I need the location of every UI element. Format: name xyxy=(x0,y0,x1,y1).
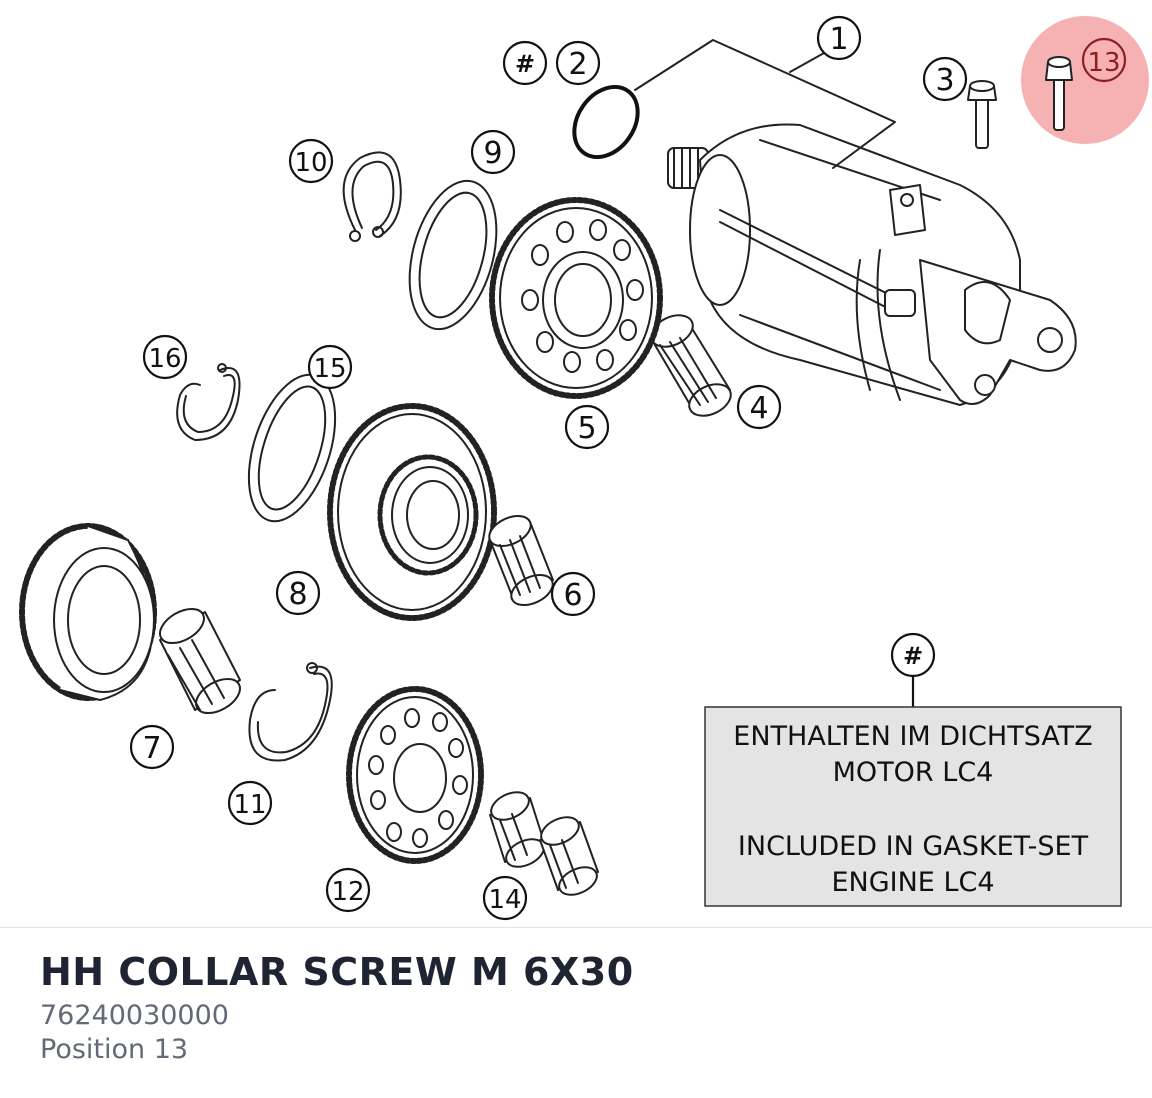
gear-part-12[interactable] xyxy=(346,686,484,864)
screw-part-3[interactable] xyxy=(967,80,997,149)
svg-text:4: 4 xyxy=(749,391,768,426)
o-ring-part-2[interactable] xyxy=(561,75,650,169)
callout-1[interactable]: 1 xyxy=(816,15,862,61)
svg-text:2: 2 xyxy=(568,47,587,82)
svg-text:7: 7 xyxy=(142,731,161,766)
svg-text:13: 13 xyxy=(1087,48,1120,78)
bearing-part-6[interactable] xyxy=(485,510,558,611)
helical-gear-drawing[interactable] xyxy=(19,523,157,701)
part-title: HH COLLAR SCREW M 6X30 xyxy=(40,950,634,994)
callout-11[interactable]: 11 xyxy=(227,780,273,826)
collar-screw-part-13[interactable] xyxy=(1045,56,1073,131)
callout-12[interactable]: 12 xyxy=(325,867,371,913)
selected-part-highlight xyxy=(1021,16,1149,144)
svg-text:9: 9 xyxy=(483,136,502,171)
note-line-3: INCLUDED IN GASKET-SET xyxy=(738,831,1089,862)
svg-text:10: 10 xyxy=(294,148,327,178)
svg-text:16: 16 xyxy=(148,344,181,374)
callout-hash-2: # xyxy=(502,40,548,86)
svg-text:5: 5 xyxy=(577,411,596,446)
gear-part-5[interactable] xyxy=(489,197,663,399)
svg-text:12: 12 xyxy=(331,877,364,907)
freewheel-part-7[interactable] xyxy=(154,602,246,720)
svg-text:3: 3 xyxy=(935,63,954,98)
callout-16[interactable]: 16 xyxy=(142,334,188,380)
part-number: 76240030000 xyxy=(40,1000,229,1031)
exploded-parts-diagram: 1 # 2 3 13 10 9 16 xyxy=(19,15,1149,921)
callout-7[interactable]: 7 xyxy=(129,724,175,770)
callout-6[interactable]: 6 xyxy=(550,571,596,617)
svg-text:#: # xyxy=(903,642,923,670)
callout-4[interactable]: 4 xyxy=(736,384,782,430)
svg-text:14: 14 xyxy=(488,885,521,915)
gear-part-8[interactable] xyxy=(327,403,497,621)
callout-2[interactable]: 2 xyxy=(555,40,601,86)
washer-part-9[interactable] xyxy=(395,171,512,339)
svg-text:1: 1 xyxy=(829,22,848,57)
callout-14[interactable]: 14 xyxy=(482,875,528,921)
callout-8[interactable]: 8 xyxy=(275,570,321,616)
starter-motor-drawing[interactable] xyxy=(667,123,1077,406)
callout-5[interactable]: 5 xyxy=(564,404,610,450)
circlip-part-16[interactable] xyxy=(176,363,241,441)
svg-text:11: 11 xyxy=(233,790,266,820)
callout-15[interactable]: 15 xyxy=(307,344,353,390)
svg-text:#: # xyxy=(515,50,535,78)
note-line-2: MOTOR LC4 xyxy=(833,757,994,788)
callout-10[interactable]: 10 xyxy=(288,138,334,184)
callout-13[interactable]: 13 xyxy=(1081,37,1127,83)
bearings-part-14[interactable] xyxy=(487,787,601,901)
svg-text:6: 6 xyxy=(563,578,582,613)
needle-bearing-part-4[interactable] xyxy=(646,309,736,422)
divider xyxy=(0,927,1152,928)
part-position: Position 13 xyxy=(40,1034,189,1065)
gasket-set-note: ENTHALTEN IM DICHTSATZ MOTOR LC4 INCLUDE… xyxy=(704,706,1122,907)
svg-text:8: 8 xyxy=(288,577,307,612)
note-line-4: ENGINE LC4 xyxy=(831,867,994,898)
callout-9[interactable]: 9 xyxy=(470,129,516,175)
circlip-part-11[interactable] xyxy=(248,662,333,762)
callout-3[interactable]: 3 xyxy=(922,56,968,102)
svg-text:15: 15 xyxy=(313,354,346,384)
note-line-1: ENTHALTEN IM DICHTSATZ xyxy=(733,721,1092,752)
circlip-part-10[interactable] xyxy=(342,151,402,242)
callout-hash-note: # xyxy=(890,632,936,709)
